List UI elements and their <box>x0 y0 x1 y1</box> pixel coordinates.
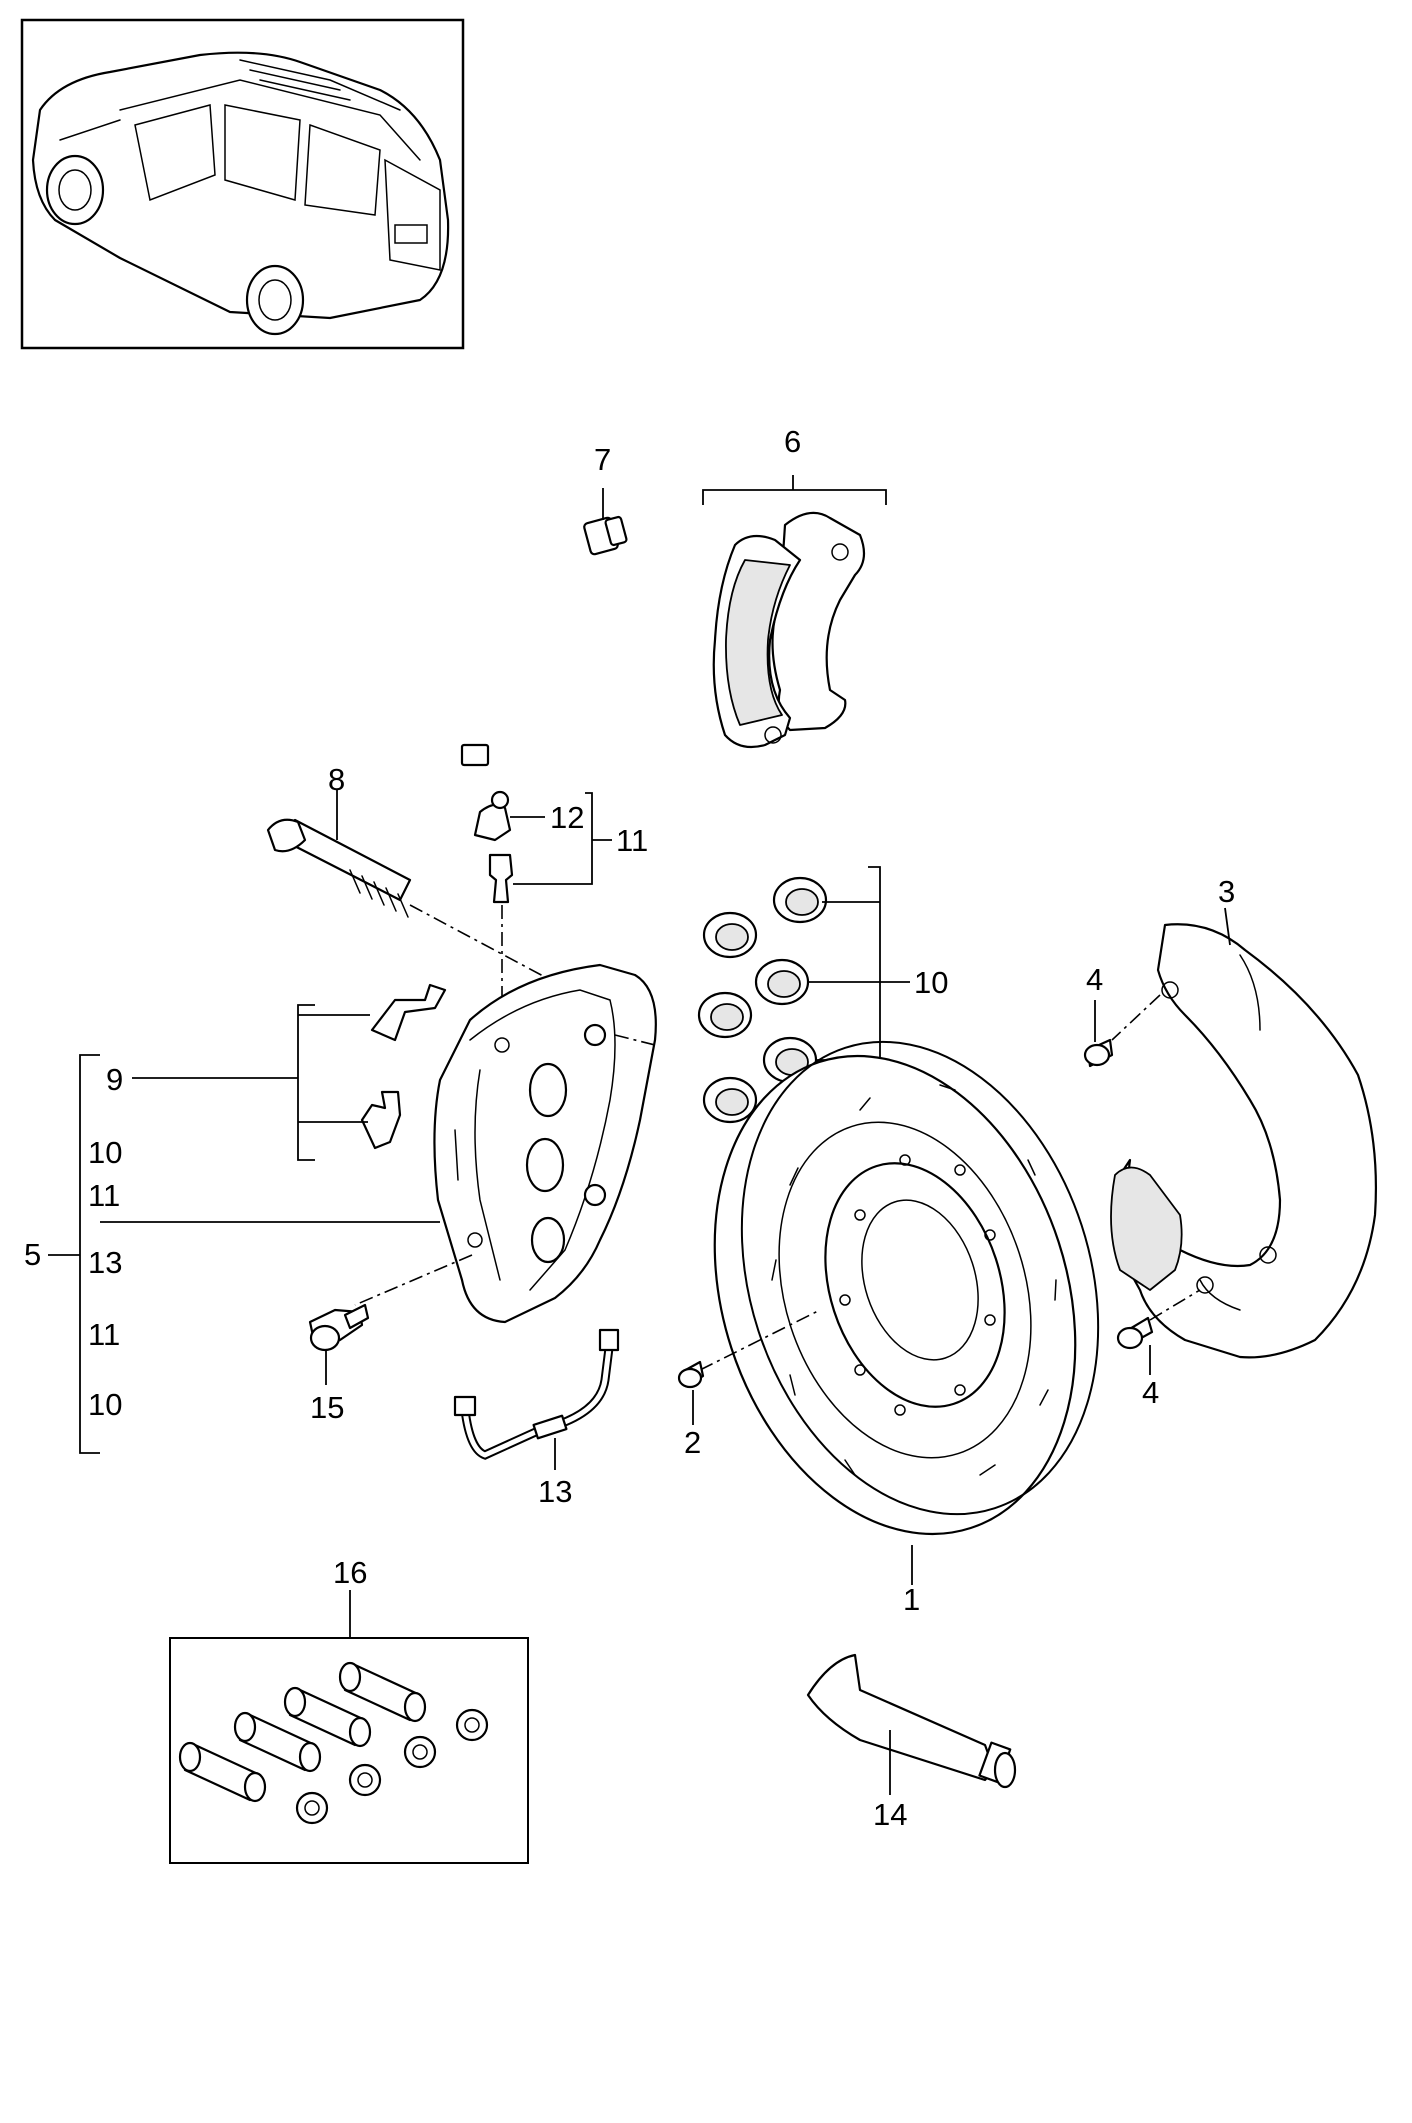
callout-7: 7 <box>594 442 611 477</box>
shield-screw-icon <box>1083 1000 1201 1375</box>
splash-shield-icon <box>1110 907 1378 1359</box>
callout-4-top: 4 <box>1086 962 1103 997</box>
callout-3: 3 <box>1218 874 1235 909</box>
callout-13-list: 13 <box>88 1245 122 1280</box>
callout-10: 10 <box>914 965 948 1000</box>
disc-screw-icon <box>677 1360 705 1425</box>
callout-11-list-a: 11 <box>88 1178 120 1213</box>
callout-12: 12 <box>550 800 584 835</box>
brake-caliper-icon <box>48 963 657 1454</box>
fastener-kit-icon <box>169 1590 529 1864</box>
callout-labels: 1 2 3 4 4 5 6 7 8 9 10 10 11 13 11 10 11… <box>24 424 1235 1832</box>
callout-4-bottom: 4 <box>1142 1375 1159 1410</box>
vehicle-thumbnail-icon <box>20 18 465 350</box>
callout-5: 5 <box>24 1237 41 1272</box>
callout-15: 15 <box>310 1390 344 1425</box>
brake-hose-icon <box>453 1328 620 1470</box>
callout-8: 8 <box>328 762 345 797</box>
callout-1: 1 <box>903 1582 920 1617</box>
callout-9: 9 <box>106 1062 123 1097</box>
callout-16: 16 <box>333 1555 367 1590</box>
callout-10-list-a: 10 <box>88 1135 122 1170</box>
wear-sensor-icon <box>460 488 628 767</box>
callout-14: 14 <box>873 1797 907 1832</box>
brake-pad-icon <box>702 475 887 749</box>
bleeder-valve-icon <box>473 790 612 1035</box>
brake-disc-icon <box>699 1040 1100 1585</box>
caliper-bolt-icon <box>266 790 561 986</box>
mounting-bolt-icon <box>308 1303 370 1385</box>
callout-11-list-b: 11 <box>88 1317 120 1352</box>
callout-11: 11 <box>616 823 648 858</box>
callout-13: 13 <box>538 1474 572 1509</box>
pad-retainer-clip-icon <box>132 983 447 1161</box>
callout-10-list-b: 10 <box>88 1387 122 1422</box>
grease-tube-icon <box>806 1653 1017 1795</box>
callout-6: 6 <box>784 424 801 459</box>
callout-2: 2 <box>684 1425 701 1460</box>
